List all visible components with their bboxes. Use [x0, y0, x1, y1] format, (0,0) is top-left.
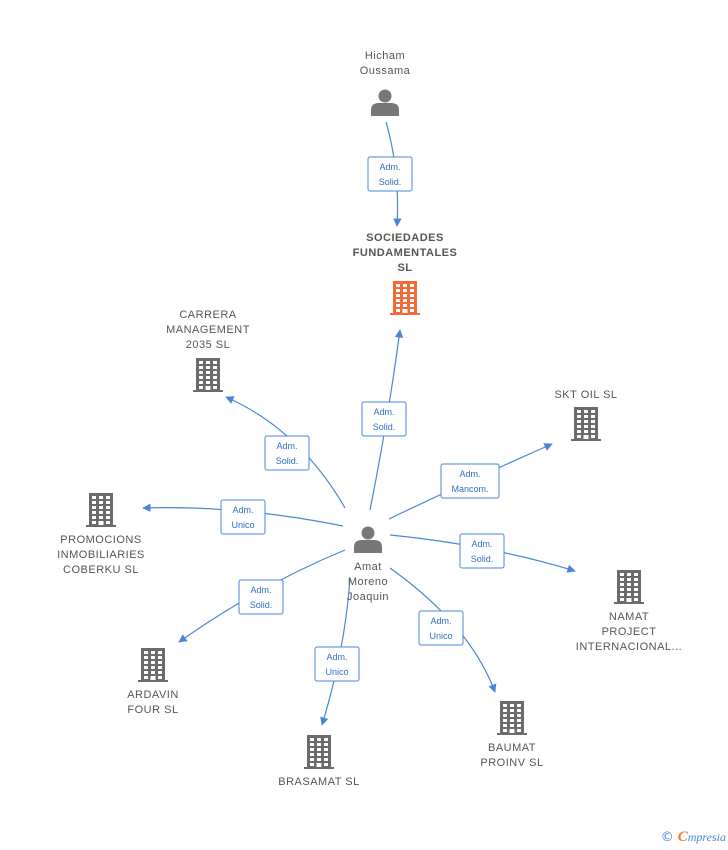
node-label: 2035 SL — [186, 339, 230, 351]
edge-label-box — [264, 435, 310, 471]
node-label: MANAGEMENT — [166, 324, 250, 336]
copyright-symbol: © — [660, 830, 674, 845]
edge-label[interactable]: Adm. Solid. — [238, 579, 284, 615]
node-sociedades[interactable]: SOCIEDADES FUNDAMENTALES SL — [353, 232, 458, 315]
node-label: ARDAVIN — [127, 689, 179, 701]
node-ardavin[interactable]: ARDAVIN FOUR SL — [127, 648, 179, 716]
edge-hicham-to-sociedades: Adm. Solid. — [367, 121, 413, 227]
node-label: BRASAMAT SL — [278, 776, 360, 788]
node-label: PROMOCIONS — [60, 534, 141, 546]
empresia-logo: ©Cmpresia — [661, 829, 726, 846]
building-icon — [193, 358, 223, 392]
edge-label-text: Unico — [429, 631, 452, 641]
building-icon — [390, 281, 420, 315]
building-icon — [304, 735, 334, 769]
node-namat[interactable]: NAMAT PROJECT INTERNACIONAL... — [576, 570, 682, 653]
node-label: PROJECT — [602, 626, 657, 638]
edge-label-text: Unico — [231, 520, 254, 530]
edge-label[interactable]: Adm. Unico — [220, 499, 266, 535]
node-label: INMOBILIARIES — [57, 549, 145, 561]
edge-label-text: Unico — [325, 667, 348, 677]
node-label: Hicham — [365, 50, 405, 62]
edge-label-box — [440, 463, 500, 499]
edge-label-text: Mancom. — [451, 484, 488, 494]
edge-label-box — [418, 610, 464, 646]
edge-amat-to-namat: Adm. Solid. — [389, 533, 576, 573]
building-icon — [614, 570, 644, 604]
node-label: INTERNACIONAL... — [576, 641, 682, 653]
person-icon — [371, 89, 399, 116]
building-icon — [497, 701, 527, 735]
node-label: FUNDAMENTALES — [353, 247, 458, 259]
edge-label-text: Adm. — [373, 407, 394, 417]
node-label: NAMAT — [609, 611, 649, 623]
edge-label-text: Adm. — [232, 505, 253, 515]
edge-amat-to-ardavin: Adm. Solid. — [178, 549, 346, 643]
edge-label-text: Adm. — [250, 585, 271, 595]
brand-initial: C — [677, 829, 688, 845]
node-label: SKT OIL SL — [554, 389, 617, 401]
node-label: PROINV SL — [480, 757, 543, 769]
edge-label-text: Adm. — [379, 162, 400, 172]
edge-amat-to-sociedades: Adm. Solid. — [361, 329, 407, 511]
person-icon — [354, 526, 382, 553]
node-label: Amat — [354, 561, 382, 573]
edge-label[interactable]: Adm. Unico — [314, 646, 360, 682]
node-carrera[interactable]: CARRERA MANAGEMENT 2035 SL — [166, 309, 250, 392]
edge-label-box — [220, 499, 266, 535]
edge-label-text: Solid. — [276, 456, 299, 466]
edge-label-box — [459, 533, 505, 569]
edge-label-box — [361, 401, 407, 437]
node-label: Oussama — [360, 65, 411, 77]
node-label: SL — [397, 262, 412, 274]
edge-label[interactable]: Adm. Solid. — [264, 435, 310, 471]
edge-amat-to-brasamat: Adm. Unico — [314, 577, 360, 726]
edge-label-text: Adm. — [459, 469, 480, 479]
node-skt[interactable]: SKT OIL SL — [554, 389, 617, 441]
edge-label[interactable]: Adm. Solid. — [361, 401, 407, 437]
edge-label-text: Adm. — [471, 539, 492, 549]
brand-name: mpresia — [687, 830, 726, 844]
edge-label-text: Adm. — [326, 652, 347, 662]
edge-label-text: Solid. — [471, 554, 494, 564]
edge-label-box — [314, 646, 360, 682]
node-label: Joaquin — [347, 591, 389, 603]
node-label: BAUMAT — [488, 742, 536, 754]
edge-label-text: Adm. — [430, 616, 451, 626]
edge-amat-to-skt: Adm. Mancom. — [388, 443, 553, 520]
node-label: CARRERA — [179, 309, 236, 321]
edge-label-text: Solid. — [373, 422, 396, 432]
edge-label-text: Adm. — [276, 441, 297, 451]
building-icon — [571, 407, 601, 441]
building-icon — [138, 648, 168, 682]
node-label: Moreno — [348, 576, 388, 588]
edge-amat-to-carrera: Adm. Solid. — [225, 396, 346, 509]
edge-label[interactable]: Adm. Mancom. — [440, 463, 500, 499]
edge-amat-to-baumat: Adm. Unico — [389, 567, 497, 693]
node-promocions[interactable]: PROMOCIONS INMOBILIARIES COBERKU SL — [57, 493, 145, 576]
edge-label[interactable]: Adm. Solid. — [459, 533, 505, 569]
edge-label-text: Solid. — [379, 177, 402, 187]
edge-label-box — [238, 579, 284, 615]
node-baumat[interactable]: BAUMAT PROINV SL — [480, 701, 543, 769]
edge-label[interactable]: Adm. Solid. — [367, 156, 413, 192]
edge-label[interactable]: Adm. Unico — [418, 610, 464, 646]
node-label: FOUR SL — [127, 704, 178, 716]
node-brasamat[interactable]: BRASAMAT SL — [278, 735, 360, 788]
edge-label-text: Solid. — [250, 600, 273, 610]
edge-amat-to-promocions: Adm. Unico — [142, 499, 344, 535]
node-label: SOCIEDADES — [366, 232, 444, 244]
edge-label-box — [367, 156, 413, 192]
node-label: COBERKU SL — [63, 564, 139, 576]
building-icon — [86, 493, 116, 527]
edges-layer: Adm. Solid. Adm. Solid. Adm. Solid. Adm. Mancom… — [142, 121, 576, 726]
